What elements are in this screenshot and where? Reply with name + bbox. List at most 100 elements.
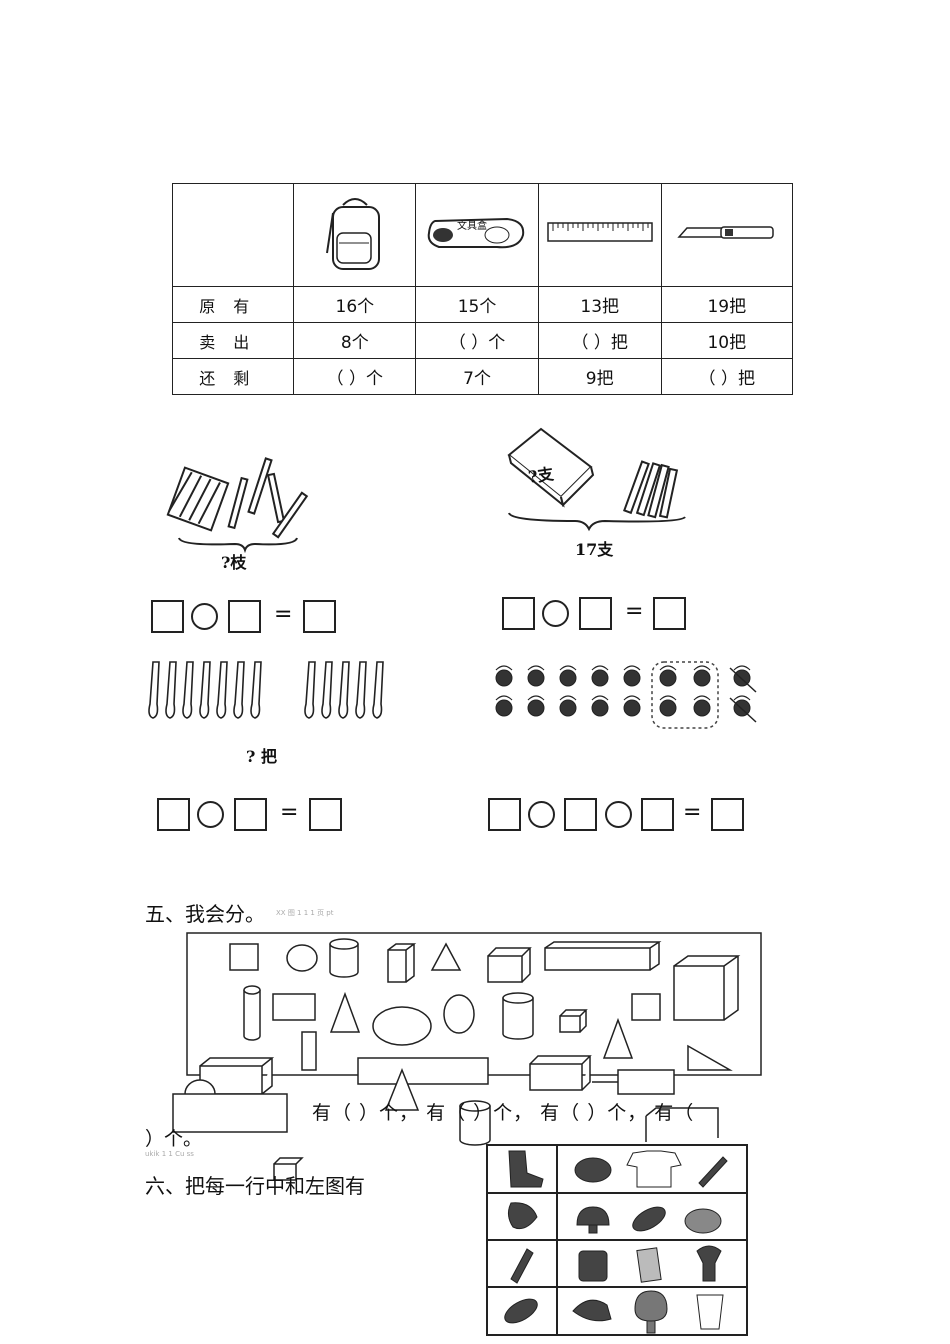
water-glass-icon: [696, 1294, 724, 1330]
cylinder-shape: [459, 1106, 491, 1146]
ruler-icon: [546, 221, 653, 242]
answer-box[interactable]: [488, 798, 521, 831]
cube-shape: [487, 947, 532, 983]
square-shape: [631, 993, 661, 1021]
brush-group-illustration: [148, 661, 384, 719]
triangle-shape: [329, 991, 361, 1033]
leaf-icon: [632, 1206, 666, 1232]
flower-vase-icon: [696, 1245, 722, 1282]
pencil-count-caption: ?枝: [221, 553, 247, 572]
long-rectangle-shape: [357, 1057, 489, 1085]
backpack-cell: [293, 183, 417, 287]
mitten-icon: [574, 1157, 612, 1183]
section5-answer-end: ）个。: [145, 1128, 203, 1150]
table-row: 卖出 8个 （ ）个 （ ）把 10把: [171, 322, 794, 359]
table-cell: 13把: [537, 286, 662, 323]
cuboid-shape: [387, 943, 417, 983]
cuboid-shape: [529, 1055, 592, 1091]
table-cell: 7个: [415, 358, 539, 395]
row-label: 卖出: [171, 322, 295, 359]
row-label: 还剩: [171, 358, 295, 395]
fish-icon: [572, 1299, 612, 1322]
table-cell: （ ）个: [415, 322, 539, 359]
equals-sign: =: [274, 602, 293, 627]
pencil-case-text: 文具盒: [457, 219, 487, 232]
pen-box-label: ?支: [527, 464, 555, 487]
answer-box[interactable]: [711, 798, 744, 831]
table-cell: （ ）个: [293, 358, 417, 395]
pencil-bundle-illustration: [166, 457, 309, 554]
answer-box[interactable]: [564, 798, 597, 831]
bird-icon: [507, 1202, 538, 1230]
triangle-shape: [430, 942, 462, 971]
notebook-icon: [636, 1247, 662, 1283]
faint-note: ukik 1 1 Cu ss: [145, 1150, 194, 1158]
tall-cylinder-shape: [243, 990, 261, 1041]
triangle-shape: [384, 1067, 420, 1111]
pen-total-caption: 17支: [575, 540, 614, 559]
small-cube-shape: [273, 1157, 304, 1181]
square-shape: [229, 943, 259, 971]
knife-cell: [660, 183, 794, 287]
cylinder-shape: [502, 998, 534, 1040]
answer-box[interactable]: [653, 597, 686, 630]
bee-group-illustration: [495, 661, 757, 729]
oval-shape: [372, 1006, 432, 1046]
answer-box[interactable]: [234, 798, 267, 831]
pencil-case-cell: 文具盒: [415, 183, 539, 287]
cuboid-shape: [645, 1107, 719, 1142]
answer-box[interactable]: [303, 600, 336, 633]
ruler-cell: [537, 183, 662, 287]
table-image-row: 文具盒: [171, 183, 794, 287]
operator-circle[interactable]: [197, 801, 224, 828]
answer-box[interactable]: [579, 597, 612, 630]
answer-box[interactable]: [228, 600, 261, 633]
small-cube-shape: [559, 1009, 588, 1033]
right-triangle-shape: [687, 1044, 733, 1071]
marker-icon: [510, 1248, 534, 1284]
table-row: 原有 16个 15个 13把 19把: [171, 286, 794, 323]
answer-box[interactable]: [641, 798, 674, 831]
utility-knife-icon: [677, 225, 774, 239]
operator-circle[interactable]: [542, 600, 569, 627]
rectangle-shape: [172, 1093, 288, 1133]
rabbit-icon: [684, 1208, 722, 1234]
table-corner-cell: [171, 183, 295, 287]
answer-box[interactable]: [502, 597, 535, 630]
leaf-icon: [504, 1298, 538, 1324]
table-cell: （ ）把: [660, 358, 794, 395]
row-label: 原有: [171, 286, 295, 323]
operator-circle[interactable]: [528, 801, 555, 828]
pencil-case-icon: 文具盒: [427, 217, 525, 248]
answer-box[interactable]: [309, 798, 342, 831]
table-cell: 15个: [415, 286, 539, 323]
rectangle-shape: [617, 1069, 675, 1095]
backpack-icon: [325, 197, 380, 270]
section6-heading: 六、把每一行中和左图有: [145, 1174, 365, 1198]
oval-shape: [443, 994, 475, 1034]
table-cell: （ ）把: [537, 322, 662, 359]
operator-circle[interactable]: [191, 603, 218, 630]
rectangle-shape: [272, 993, 316, 1021]
table-cell: 19把: [660, 286, 794, 323]
odd-one-out-grid: [486, 1144, 748, 1336]
answer-box[interactable]: [151, 600, 184, 633]
mushroom-icon: [576, 1206, 610, 1234]
thin-rectangle-shape: [301, 1031, 317, 1071]
table-cell: 9把: [537, 358, 662, 395]
faint-note: XX 图 1 1 1 页 pt: [276, 909, 334, 917]
long-cuboid-shape: [544, 941, 662, 971]
foot-icon: [508, 1150, 544, 1188]
table-cell: 8个: [293, 322, 417, 359]
pen-box-illustration: [507, 427, 686, 532]
equals-sign: =: [280, 800, 299, 825]
operator-circle[interactable]: [605, 801, 632, 828]
equals-sign: =: [683, 800, 702, 825]
section5-heading: 五、我会分。: [145, 902, 265, 926]
tshirt-icon: [626, 1150, 682, 1188]
answer-box[interactable]: [157, 798, 190, 831]
tree-icon: [634, 1290, 668, 1334]
big-cube-shape: [673, 955, 741, 1021]
section5-answer-line: 有（ ）个， 有（ ）个， 有（ ）个， 有（: [312, 1102, 695, 1124]
inventory-table: 文具盒: [171, 183, 794, 395]
